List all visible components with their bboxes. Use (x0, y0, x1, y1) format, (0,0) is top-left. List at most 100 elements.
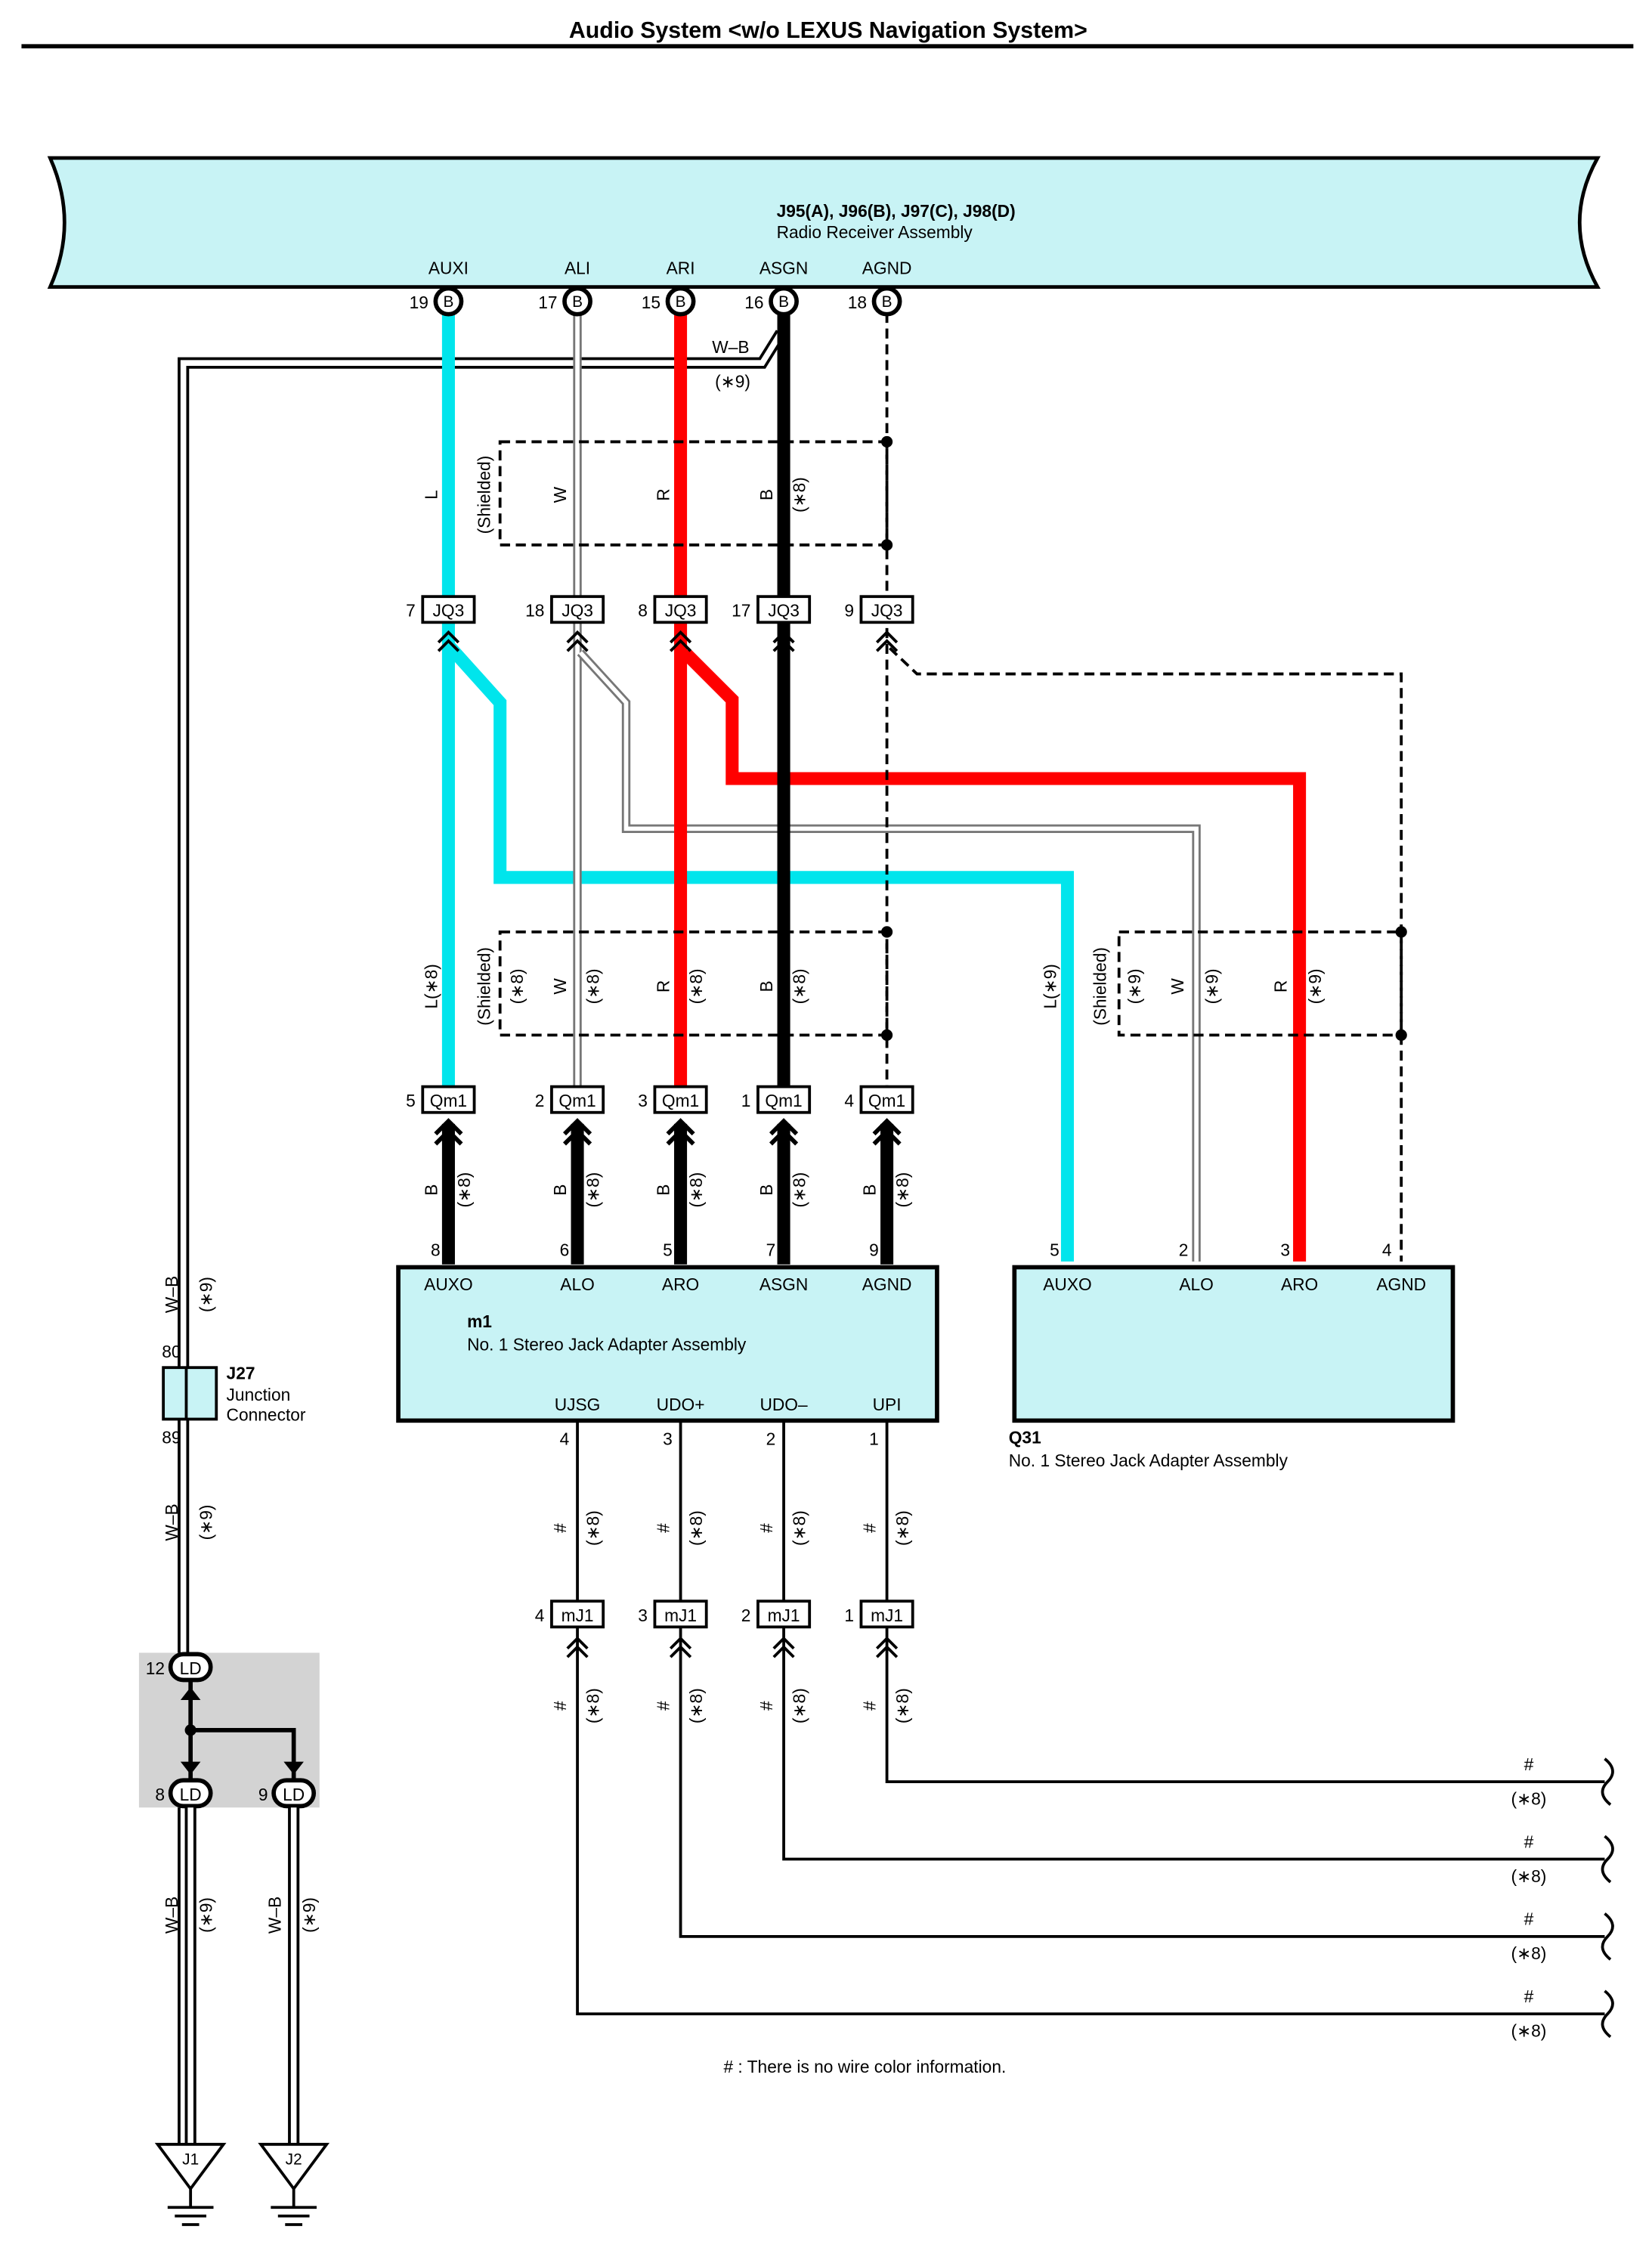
hash-label: # (859, 1523, 879, 1533)
star8-label: (∗8) (893, 1688, 912, 1723)
hash-label: # (859, 1701, 879, 1711)
svg-text:9: 9 (258, 1785, 268, 1804)
wb-label-top: W–B (712, 337, 749, 357)
shield-dot (880, 539, 893, 551)
wire-aro-q31-red (680, 648, 1307, 1262)
svg-text:#: # (1524, 1986, 1534, 2006)
mid-wire-w: W (550, 978, 570, 995)
svg-text:1: 1 (741, 1091, 751, 1110)
radio-signal-agnd: AGND (862, 259, 912, 278)
continuation-ujsg: # (∗8) (1511, 1986, 1614, 2041)
wb-label-left: W–B (162, 1276, 181, 1313)
svg-text:7: 7 (406, 601, 416, 621)
wire-color-r: R (653, 488, 673, 500)
wb-ground-wire (178, 330, 786, 2151)
hash-label: # (653, 1523, 673, 1533)
star8-label: (∗8) (686, 968, 706, 1004)
m1-signal: UDO– (759, 1395, 808, 1414)
mj1-pin-4: mJ1 4 (535, 1599, 605, 1658)
b-wire-label: B (550, 1184, 570, 1196)
star8-label: (∗8) (686, 1510, 706, 1546)
radio-signal-auxi: AUXI (428, 259, 469, 278)
svg-text:#: # (1524, 1909, 1534, 1929)
m1-box (396, 1265, 939, 1423)
svg-text:LD: LD (180, 1785, 202, 1804)
wire-color-w: W (550, 486, 570, 503)
j27-pin-bottom: 89 (162, 1428, 181, 1448)
radio-code: J95(A), J96(B), J97(C), J98(D) (777, 201, 1016, 221)
shield-box-mid-left (498, 930, 889, 1037)
m1-signal: UDO+ (657, 1395, 705, 1414)
radio-name: Radio Receiver Assembly (777, 222, 973, 242)
continuation-udo-plus: # (∗8) (1511, 1909, 1614, 1963)
radio-signal-ali: ALI (565, 259, 590, 278)
jq3-pin-7: JQ3 7 (406, 595, 476, 652)
svg-text:mJ1: mJ1 (664, 1606, 697, 1625)
wire-color-l: L (421, 490, 441, 500)
svg-text:Qm1: Qm1 (558, 1091, 596, 1110)
b-wire-label: B (421, 1184, 441, 1196)
star8-label: (∗8) (583, 1510, 602, 1546)
mid-wire-r: R (653, 980, 673, 992)
radio-signal-ari: ARI (667, 259, 695, 278)
wb-label-left: W–B (162, 1897, 181, 1934)
star8-label: (∗8) (893, 1172, 912, 1208)
radio-pin-15: B 15 (642, 286, 696, 317)
mj1-pin-2: mJ1 2 (741, 1599, 812, 1658)
star9-label: (∗9) (1202, 968, 1222, 1004)
j27-junction-box (162, 1366, 218, 1421)
svg-text:B: B (572, 293, 583, 311)
wire-auxi-cyan (441, 312, 1074, 1262)
q31-pin-num: 4 (1382, 1240, 1392, 1259)
wire-ali-white (573, 312, 1201, 1262)
svg-text:JQ3: JQ3 (768, 601, 800, 621)
shielded-label-mid-left: (Shielded) (474, 947, 493, 1026)
j27-code: J27 (227, 1363, 255, 1383)
q31-box (1012, 1265, 1456, 1423)
q31-name: No. 1 Stereo Jack Adapter Assembly (1009, 1451, 1288, 1470)
svg-text:(∗8): (∗8) (1511, 2021, 1547, 2041)
shield-dot (1395, 926, 1407, 938)
svg-text:17: 17 (732, 601, 750, 621)
page-title: Audio System <w/o LEXUS Navigation Syste… (569, 18, 1087, 43)
b-wire-label: B (756, 1184, 776, 1196)
jq3-pin-8: JQ3 8 (638, 595, 708, 652)
b-wire-label: B (653, 1184, 673, 1196)
m1-pin-num: 4 (560, 1429, 570, 1449)
svg-text:2: 2 (535, 1091, 545, 1110)
m1-code: m1 (467, 1311, 492, 1331)
svg-text:15: 15 (642, 293, 660, 312)
wire-agnd-q31-dashed (889, 647, 1403, 1262)
radio-pin-17: B 17 (538, 286, 592, 317)
q31-pin-num: 3 (1280, 1240, 1290, 1259)
hash-label: # (756, 1523, 776, 1533)
svg-text:4: 4 (535, 1606, 545, 1625)
shield-box-mid-right (1117, 930, 1403, 1037)
svg-text:18: 18 (525, 601, 544, 621)
shield-dot (880, 926, 893, 938)
mid-wire-w-right: W (1168, 978, 1187, 995)
m1-pin-num: 6 (560, 1240, 570, 1259)
star8-label: (∗8) (686, 1688, 706, 1723)
star8-label: (∗8) (507, 968, 527, 1004)
hash-label: # (550, 1701, 570, 1711)
wires-m1-bottom (576, 1420, 1605, 2016)
continuation-udo-minus: # (∗8) (1511, 1832, 1614, 1886)
ld-branch-wires (180, 1680, 304, 1781)
mj1-pin-3: mJ1 3 (638, 1599, 708, 1658)
shield-box-upper (498, 440, 889, 547)
mid-wire-l8: L(∗8) (421, 964, 441, 1009)
q31-signal: AUXO (1043, 1274, 1091, 1294)
m1-pin-num: 3 (663, 1429, 673, 1449)
ld-connector-right: LD 9 (258, 1778, 317, 1809)
svg-text:17: 17 (538, 293, 557, 312)
q31-pin-num: 5 (1050, 1240, 1060, 1259)
svg-text:(∗8): (∗8) (1511, 1943, 1547, 1963)
shielded-label-mid-right: (Shielded) (1091, 947, 1110, 1026)
shielded-label-upper: (Shielded) (474, 456, 493, 534)
svg-text:B: B (778, 293, 789, 311)
svg-text:JQ3: JQ3 (433, 601, 465, 621)
svg-text:J2: J2 (286, 2151, 302, 2168)
footnote: # : There is no wire color information. (723, 2057, 1006, 2076)
